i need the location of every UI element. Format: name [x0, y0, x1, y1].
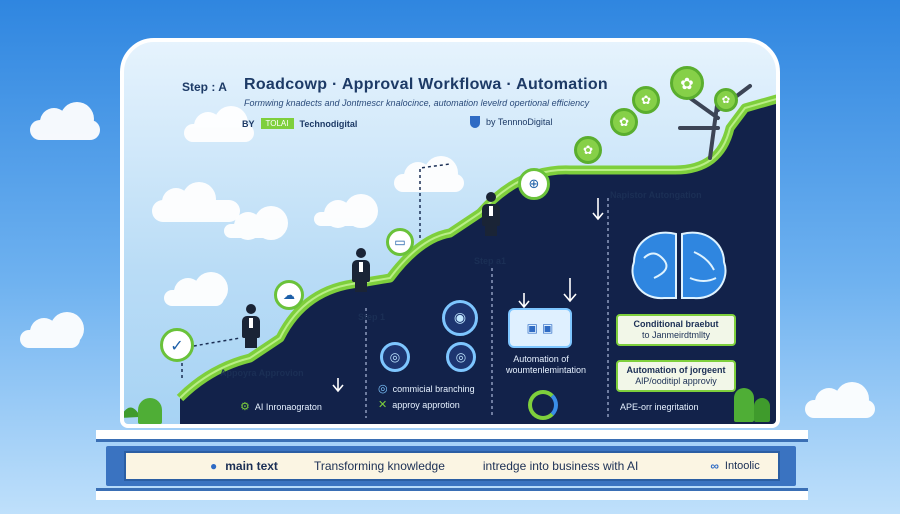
- tree-node-icon: ✿: [632, 86, 660, 114]
- brand-text: Intoolic: [724, 460, 760, 472]
- tree-node-icon: ✿: [610, 108, 638, 136]
- conditional-tag-title: Conditional braebut: [633, 319, 719, 329]
- sky-cloud: [30, 102, 100, 140]
- ai-integration-label: ⚙ AI Inronaograton: [240, 401, 322, 413]
- automation-judgment-title: Automation of jorgeent: [626, 365, 726, 375]
- tree-trunk: [678, 84, 752, 160]
- tree-node-icon: ✿: [670, 66, 704, 100]
- transforming-text: Transforming knowledge: [313, 459, 445, 473]
- footer-banner-inner: ● main text Transforming knowledge intre…: [124, 451, 780, 481]
- brand-left: BY TOLAI Technodigital: [242, 118, 357, 129]
- brain-icon: [631, 231, 727, 300]
- bush: [734, 388, 754, 422]
- drop-icon: ●: [210, 459, 218, 473]
- page-title: Roadcowp · Approval Workflowa · Automati…: [244, 76, 609, 93]
- sky-cloud: [805, 382, 875, 418]
- step-label-2: Step a1: [474, 256, 507, 266]
- arrow-down-4: [592, 198, 604, 221]
- roadmap-board: Step : A Roadcowp · Approval Workflowa ·…: [120, 38, 780, 428]
- main-text: main text: [225, 459, 278, 473]
- conditional-tag-sub: to Janmeirdtmllty: [641, 330, 711, 340]
- gear-icon: ⚙: [240, 401, 250, 413]
- brand-name-right: by TennnoDigital: [486, 117, 553, 127]
- sky-cloud: [20, 312, 84, 348]
- brand-right: by TennnoDigital: [470, 116, 552, 128]
- cloud: [152, 182, 240, 222]
- automation-judgment-tag: Automation of jorgeent AlP/ooditipl appr…: [616, 360, 736, 392]
- cloud-pin-icon: ☁: [274, 280, 304, 310]
- brand-badge: TOLAI: [260, 118, 294, 129]
- cloud: [164, 272, 228, 306]
- automation-judgment-sub: AlP/ooditipl approviy: [635, 376, 717, 386]
- approval-label: ✕ approy approtion: [378, 399, 460, 411]
- arrow-down-1: [332, 378, 344, 393]
- automation-box: ▣▣: [508, 308, 572, 348]
- bush: [138, 398, 162, 424]
- shield-icon: [470, 116, 480, 128]
- profile-icon: ◉: [442, 300, 478, 336]
- cycle-icon: [528, 390, 558, 420]
- cloud: [184, 106, 254, 142]
- by-label: BY: [242, 118, 255, 129]
- person-figure: [240, 304, 262, 348]
- check-pin-icon: ✓: [160, 328, 194, 362]
- cube-icon: ▣: [542, 321, 554, 335]
- person-figure: [480, 192, 502, 236]
- cloud: [224, 206, 288, 240]
- conditional-tag: Conditional braebut to Janmeirdtmllty: [616, 314, 736, 346]
- step-label: Step : A: [182, 80, 227, 94]
- subtitle: Formwing knadects and Jontmescr knalocin…: [244, 98, 590, 108]
- person-figure: [350, 248, 372, 292]
- tree-node-icon: ✿: [574, 136, 602, 164]
- shelf-bottom: [96, 488, 808, 500]
- integration-text: intredge into business with AI: [482, 459, 639, 473]
- ape-integration-label: APE-orr inegritation: [620, 402, 699, 412]
- network-pin-icon: ⊕: [518, 168, 550, 200]
- step-label-1: Step 1: [358, 312, 386, 322]
- step-label-approval: Appoyra Approvion: [220, 368, 304, 378]
- bush: [754, 398, 770, 422]
- step-label-integration: Napistor Autongation: [610, 190, 702, 200]
- automation-of-label: Automation of woumtenlemintation: [506, 354, 587, 375]
- arrow-down-3: [563, 278, 577, 303]
- target-small-icon: ◎: [378, 383, 388, 395]
- tree-node-icon: ✿: [714, 88, 738, 112]
- conditional-branching-label: ◎ commicial branching: [378, 383, 475, 395]
- target-icon: ◎: [380, 342, 410, 372]
- shelf-top: [96, 430, 808, 442]
- arrow-down-2: [518, 293, 530, 309]
- cloud: [314, 194, 378, 228]
- road-highlight: [179, 98, 776, 399]
- monitor-pin-icon: ▭: [386, 228, 414, 256]
- cube-icon: ▣: [526, 321, 538, 335]
- cloud: [394, 156, 464, 192]
- infinity-icon: ∞: [710, 459, 719, 473]
- scan-icon: ◎: [446, 342, 476, 372]
- brand-name: Technodigital: [299, 118, 358, 129]
- cross-arrows-icon: ✕: [378, 399, 388, 411]
- connector-2: [419, 163, 451, 238]
